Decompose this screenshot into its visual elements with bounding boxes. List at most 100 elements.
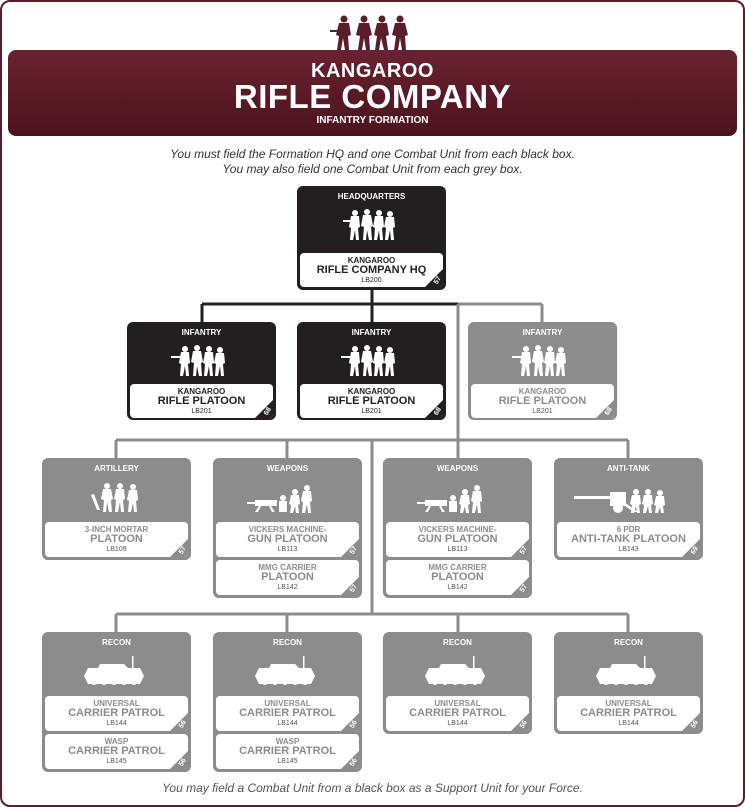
unit-code: LB144 bbox=[618, 720, 639, 727]
unit-line1: KANGAROO bbox=[347, 256, 396, 265]
carrier-icon bbox=[425, 656, 485, 685]
page-badge bbox=[341, 577, 359, 595]
banner-subtitle: INFANTRY FORMATION bbox=[316, 115, 429, 126]
page-badge bbox=[425, 269, 443, 287]
unit-line1: UNIVERSAL bbox=[93, 699, 140, 708]
box-category: RECON bbox=[102, 638, 131, 647]
unit-line1: MMG CARRIER bbox=[428, 563, 487, 572]
carrier-icon bbox=[84, 656, 144, 685]
unit-line2: PLATOON bbox=[261, 571, 314, 583]
unit-code: LB200 bbox=[361, 277, 382, 284]
unit-line2: ANTI-TANK PLATOON bbox=[571, 533, 686, 545]
unit-line1: 6 PDR bbox=[616, 525, 641, 534]
page-badge bbox=[682, 539, 700, 557]
box-category: WEAPONS bbox=[436, 464, 479, 473]
unit-code: LB201 bbox=[361, 408, 382, 415]
page-badge bbox=[341, 713, 359, 731]
infantry-silhouette-icon bbox=[343, 209, 395, 240]
banner-line1: KANGAROO bbox=[311, 60, 434, 82]
page-badge bbox=[255, 400, 273, 418]
unit-line2: RIFLE COMPANY HQ bbox=[316, 264, 427, 276]
unit-code: LB201 bbox=[532, 408, 553, 415]
unit-line2: PLATOON bbox=[90, 533, 143, 545]
hq-unit-card[interactable]: KANGAROO RIFLE COMPANY HQ LB200 57 bbox=[300, 253, 443, 287]
unit-line1: VICKERS MACHINE- bbox=[418, 525, 497, 534]
page-badge bbox=[511, 577, 529, 595]
title-banner: KANGAROO RIFLE COMPANY INFANTRY FORMATIO… bbox=[8, 50, 737, 136]
unit-code: LB144 bbox=[447, 720, 468, 727]
unit-line1: UNIVERSAL bbox=[605, 699, 652, 708]
unit-line2: GUN PLATOON bbox=[417, 533, 498, 545]
anti-tank-gun-icon bbox=[574, 489, 665, 513]
unit-line2: CARRIER PATROL bbox=[409, 707, 506, 719]
mortar-crew-icon bbox=[91, 483, 138, 512]
page-badge bbox=[511, 539, 529, 557]
page-badge bbox=[170, 713, 188, 731]
footer-note: You may field a Combat Unit from a black… bbox=[162, 781, 583, 795]
carrier-icon bbox=[255, 656, 315, 685]
unit-code: LB145 bbox=[106, 758, 127, 765]
page-badge bbox=[425, 400, 443, 418]
unit-line2: PLATOON bbox=[431, 571, 484, 583]
page-badge bbox=[682, 713, 700, 731]
unit-line1: WASP bbox=[275, 737, 300, 746]
infantry-silhouette-icon bbox=[341, 345, 395, 376]
unit-line2: CARRIER PATROL bbox=[68, 745, 165, 757]
unit-code: LB142 bbox=[277, 584, 298, 591]
page-badge bbox=[341, 751, 359, 769]
unit-line2: CARRIER PATROL bbox=[68, 707, 165, 719]
page-badge bbox=[341, 539, 359, 557]
unit-code: LB109 bbox=[106, 546, 127, 553]
box-category: INFANTRY bbox=[522, 328, 563, 337]
unit-code: LB113 bbox=[447, 546, 468, 553]
box-category: INFANTRY bbox=[351, 328, 392, 337]
unit-line2: CARRIER PATROL bbox=[580, 707, 677, 719]
unit-line2: RIFLE PLATOON bbox=[327, 395, 416, 407]
unit-line1: VICKERS MACHINE- bbox=[248, 525, 327, 534]
page-badge bbox=[511, 713, 529, 731]
unit-code: LB143 bbox=[618, 546, 639, 553]
box-category: ARTILLERY bbox=[94, 464, 139, 473]
unit-line1: KANGAROO bbox=[347, 387, 396, 396]
unit-line1: 3-INCH MORTAR bbox=[84, 525, 149, 534]
unit-line1: UNIVERSAL bbox=[434, 699, 481, 708]
page-badge bbox=[596, 400, 614, 418]
box-category: RECON bbox=[614, 638, 643, 647]
hq-box[interactable]: HEADQUARTERS KANGAROO RIFLE COMPANY HQ L… bbox=[297, 186, 446, 290]
unit-code: LB113 bbox=[277, 546, 298, 553]
unit-code: LB142 bbox=[447, 584, 468, 591]
unit-line1: KANGAROO bbox=[518, 387, 567, 396]
unit-line2: CARRIER PATROL bbox=[239, 707, 336, 719]
soldiers-logo-icon bbox=[330, 15, 408, 50]
unit-code: LB144 bbox=[106, 720, 127, 727]
banner-title: RIFLE COMPANY bbox=[233, 78, 512, 115]
unit-line1: MMG CARRIER bbox=[258, 563, 317, 572]
